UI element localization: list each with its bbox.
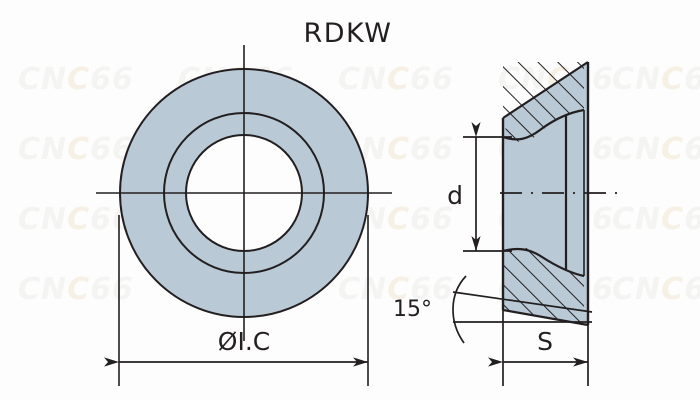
diameter-dimension-label: ØI.C <box>218 327 270 356</box>
drawing-title: RDKW <box>304 18 393 49</box>
s-dimension-label: S <box>537 327 553 356</box>
section-view-group <box>500 61 620 327</box>
s-dimension-group: S <box>488 310 589 386</box>
section-upper-chamfer-curve <box>502 108 585 141</box>
section-lower-chamfer-curve <box>502 247 585 278</box>
angle-arc <box>452 275 467 344</box>
d-dimension-label: d <box>447 181 463 210</box>
front-view-group <box>96 45 392 341</box>
angle-dimension-label: 15° <box>393 297 432 322</box>
angle-leader-slant <box>452 291 593 313</box>
angle-dimension-group: 15° <box>393 275 593 344</box>
section-top-edge <box>502 61 589 119</box>
diameter-dimension-group: ØI.C <box>104 215 369 386</box>
d-dimension-group: d <box>447 122 512 252</box>
